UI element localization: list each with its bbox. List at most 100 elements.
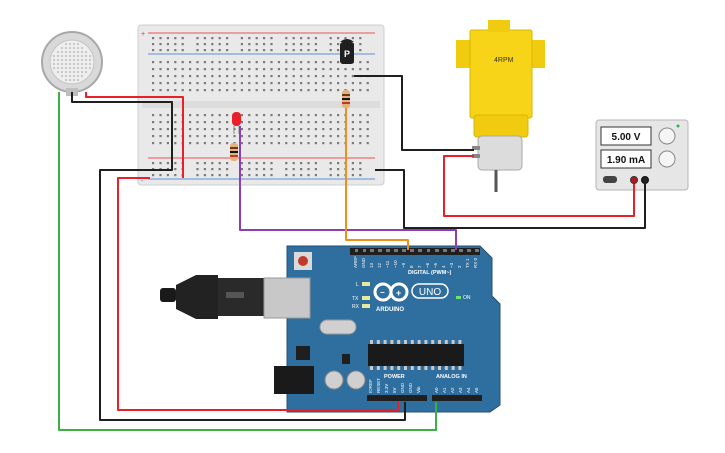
breadboard-hole[interactable] (285, 162, 288, 165)
breadboard-hole[interactable] (322, 135, 325, 138)
breadboard-hole[interactable] (203, 114, 206, 117)
breadboard-hole[interactable] (359, 121, 362, 124)
breadboard-hole[interactable] (292, 162, 295, 165)
breadboard-hole[interactable] (174, 162, 177, 165)
breadboard-hole[interactable] (248, 174, 251, 177)
breadboard-hole[interactable] (211, 174, 214, 177)
breadboard-hole[interactable] (351, 121, 354, 124)
breadboard-hole[interactable] (226, 75, 229, 78)
header-pin[interactable] (452, 249, 455, 252)
breadboard-hole[interactable] (314, 128, 317, 131)
breadboard-hole[interactable] (351, 162, 354, 165)
breadboard-hole[interactable] (329, 142, 332, 145)
breadboard-hole[interactable] (329, 68, 332, 71)
breadboard-hole[interactable] (314, 174, 317, 177)
breadboard-hole[interactable] (240, 121, 243, 124)
breadboard-hole[interactable] (226, 121, 229, 124)
breadboard-hole[interactable] (263, 114, 266, 117)
gas-sensor[interactable] (41, 31, 103, 96)
breadboard-hole[interactable] (240, 174, 243, 177)
breadboard-hole[interactable] (255, 174, 258, 177)
breadboard-hole[interactable] (248, 114, 251, 117)
positive-terminal[interactable] (630, 176, 638, 184)
breadboard-hole[interactable] (203, 174, 206, 177)
breadboard-hole[interactable] (263, 168, 266, 171)
breadboard-hole[interactable] (366, 68, 369, 71)
wire-led-pin[interactable] (239, 126, 457, 250)
breadboard-hole[interactable] (314, 89, 317, 92)
breadboard-hole[interactable] (152, 174, 155, 177)
breadboard-hole[interactable] (166, 128, 169, 131)
breadboard-hole[interactable] (314, 142, 317, 145)
breadboard-hole[interactable] (329, 128, 332, 131)
breadboard-hole[interactable] (255, 135, 258, 138)
breadboard-hole[interactable] (166, 114, 169, 117)
header-pin[interactable] (378, 249, 381, 252)
voltage-knob[interactable] (658, 127, 676, 145)
breadboard-hole[interactable] (152, 121, 155, 124)
wire-sensor-analog[interactable] (58, 92, 437, 431)
breadboard-hole[interactable] (270, 142, 273, 145)
header-pin[interactable] (394, 249, 397, 252)
breadboard-hole[interactable] (203, 68, 206, 71)
breadboard-hole[interactable] (181, 82, 184, 85)
breadboard-hole[interactable] (189, 68, 192, 71)
breadboard-hole[interactable] (226, 61, 229, 64)
breadboard-hole[interactable] (233, 75, 236, 78)
breadboard-hole[interactable] (270, 75, 273, 78)
breadboard-hole[interactable] (270, 68, 273, 71)
breadboard-hole[interactable] (159, 142, 162, 145)
breadboard-hole[interactable] (226, 49, 229, 52)
breadboard-hole[interactable] (359, 128, 362, 131)
breadboard-hole[interactable] (218, 37, 221, 40)
breadboard-hole[interactable] (181, 68, 184, 71)
breadboard-hole[interactable] (211, 82, 214, 85)
breadboard-hole[interactable] (270, 162, 273, 165)
breadboard-hole[interactable] (300, 162, 303, 165)
breadboard-hole[interactable] (285, 75, 288, 78)
breadboard-hole[interactable] (307, 75, 310, 78)
breadboard-hole[interactable] (211, 121, 214, 124)
breadboard-hole[interactable] (174, 142, 177, 145)
reset-button[interactable] (298, 256, 308, 266)
breadboard-hole[interactable] (152, 61, 155, 64)
header-pin[interactable] (363, 249, 366, 252)
breadboard-hole[interactable] (263, 75, 266, 78)
breadboard-hole[interactable] (248, 142, 251, 145)
breadboard-hole[interactable] (285, 89, 288, 92)
breadboard-hole[interactable] (307, 168, 310, 171)
breadboard-hole[interactable] (292, 121, 295, 124)
breadboard-hole[interactable] (351, 89, 354, 92)
breadboard-hole[interactable] (366, 142, 369, 145)
breadboard-hole[interactable] (196, 75, 199, 78)
breadboard-hole[interactable] (263, 128, 266, 131)
breadboard-hole[interactable] (292, 82, 295, 85)
breadboard-hole[interactable] (248, 61, 251, 64)
breadboard-hole[interactable] (196, 121, 199, 124)
breadboard-hole[interactable] (300, 82, 303, 85)
breadboard-hole[interactable] (189, 142, 192, 145)
breadboard-hole[interactable] (300, 128, 303, 131)
breadboard-hole[interactable] (218, 43, 221, 46)
breadboard-hole[interactable] (159, 75, 162, 78)
breadboard-hole[interactable] (218, 82, 221, 85)
breadboard-hole[interactable] (211, 114, 214, 117)
breadboard-hole[interactable] (307, 128, 310, 131)
breadboard-hole[interactable] (263, 121, 266, 124)
breadboard-hole[interactable] (226, 162, 229, 165)
breadboard-hole[interactable] (255, 82, 258, 85)
breadboard-hole[interactable] (248, 89, 251, 92)
breadboard-hole[interactable] (159, 43, 162, 46)
breadboard-hole[interactable] (255, 75, 258, 78)
breadboard-hole[interactable] (307, 121, 310, 124)
breadboard-hole[interactable] (351, 128, 354, 131)
breadboard-hole[interactable] (285, 121, 288, 124)
breadboard-hole[interactable] (152, 128, 155, 131)
breadboard-hole[interactable] (314, 49, 317, 52)
breadboard-hole[interactable] (270, 89, 273, 92)
breadboard-hole[interactable] (329, 114, 332, 117)
breadboard-hole[interactable] (366, 61, 369, 64)
breadboard-hole[interactable] (248, 43, 251, 46)
analog-header[interactable] (432, 395, 482, 401)
breadboard-hole[interactable] (226, 142, 229, 145)
